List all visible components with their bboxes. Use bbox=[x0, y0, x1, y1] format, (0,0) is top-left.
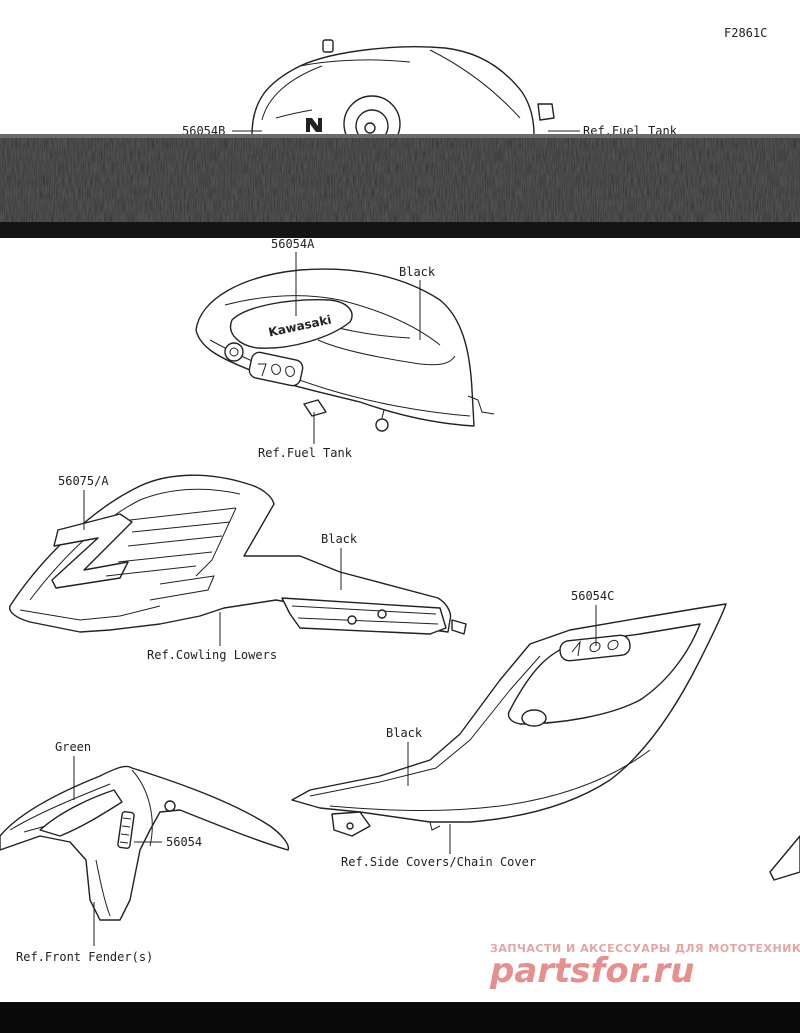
fuel-tank-cover: Kawasaki bbox=[195, 268, 495, 432]
label-black-tank: Black bbox=[399, 265, 436, 279]
cowling-lower bbox=[9, 474, 467, 635]
label-ref-front-fender: Ref.Front Fender(s) bbox=[16, 950, 153, 964]
label-black-cowl: Black bbox=[321, 532, 358, 546]
watermark-tagline: ЗАПЧАСТИ И АКСЕССУАРЫ ДЛЯ МОТОТЕХНИКИ bbox=[490, 942, 800, 955]
side-cover bbox=[291, 603, 727, 837]
label-ref-cowling-lowers: Ref.Cowling Lowers bbox=[147, 648, 277, 662]
fender-decal-strip bbox=[117, 811, 135, 849]
label-green: Green bbox=[55, 740, 91, 754]
label-ref-fuel-tank-mid: Ref.Fuel Tank bbox=[258, 446, 353, 460]
cc-badge-icon bbox=[248, 351, 304, 387]
label-ref-side-covers: Ref.Side Covers/Chain Cover bbox=[341, 855, 536, 869]
side-cc-badge-icon bbox=[559, 634, 631, 662]
watermark-brand: partsfor.ru bbox=[489, 951, 695, 991]
bottom-bar bbox=[0, 1002, 800, 1033]
z-logo-decal bbox=[51, 507, 237, 589]
label-56054c: 56054C bbox=[571, 589, 614, 603]
watermark: ЗАПЧАСТИ И АКСЕССУАРЫ ДЛЯ МОТОТЕХНИКИ pa… bbox=[489, 942, 800, 991]
label-56054a: 56054A bbox=[271, 237, 315, 251]
partial-part-right bbox=[769, 835, 800, 881]
scan-noise-band bbox=[0, 134, 800, 238]
label-56075a: 56075/A bbox=[58, 474, 109, 488]
label-black-side: Black bbox=[386, 726, 423, 740]
ninja-badge-icon bbox=[306, 118, 322, 132]
front-fender bbox=[0, 765, 290, 921]
figure-code: F2861C bbox=[724, 26, 767, 40]
label-56054: 56054 bbox=[166, 835, 202, 849]
